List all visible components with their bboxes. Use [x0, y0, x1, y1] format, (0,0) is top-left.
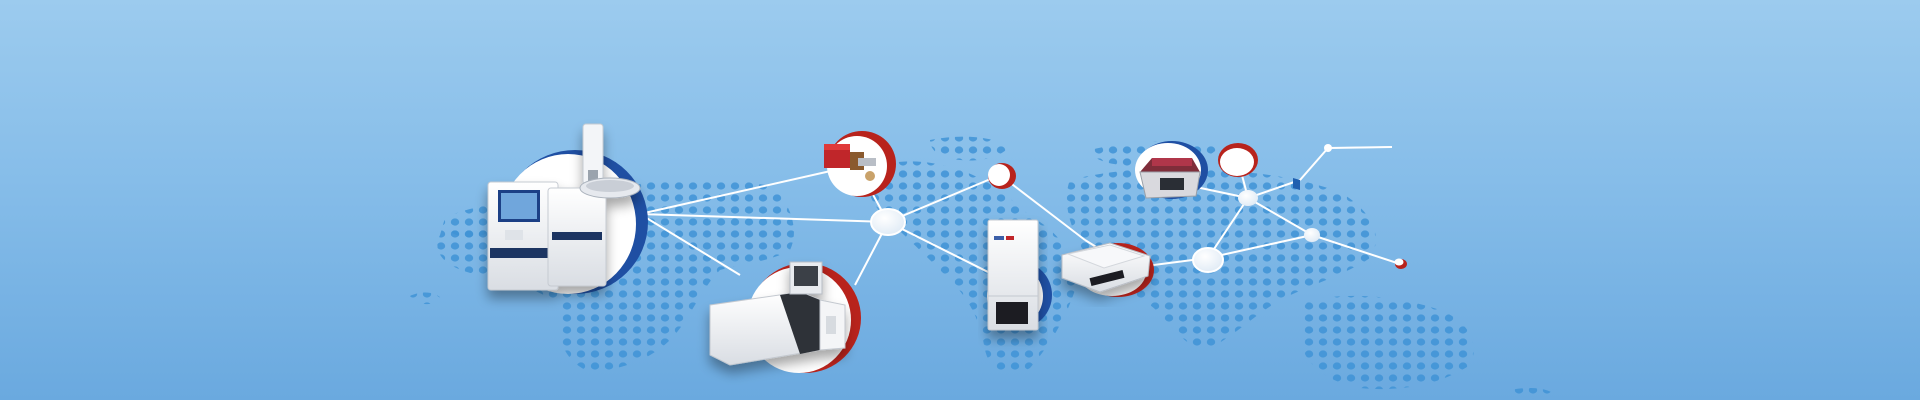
analyzer-device-icon [1139, 158, 1201, 199]
product-node-gas-chromatograph [487, 123, 648, 294]
red-ring-node-top [1218, 143, 1258, 177]
motor-module-icon [824, 144, 876, 181]
connector-line-top-right [1327, 146, 1393, 149]
product-node-analyzer [1135, 141, 1208, 199]
gas-chromatograph-icon [487, 123, 641, 291]
red-pin-node [1394, 258, 1407, 269]
red-ring-node-small [988, 163, 1016, 189]
product-node-hot-plate [1061, 242, 1154, 297]
product-node-spectrometer [709, 261, 861, 373]
hot-plate-icon [1061, 242, 1151, 293]
freezer-cabinet-icon [987, 219, 1039, 331]
spectrometer-icon [709, 261, 846, 366]
product-node-freezer [987, 219, 1052, 331]
network-nodes [870, 143, 1407, 273]
product-node-motor-module [824, 131, 896, 197]
